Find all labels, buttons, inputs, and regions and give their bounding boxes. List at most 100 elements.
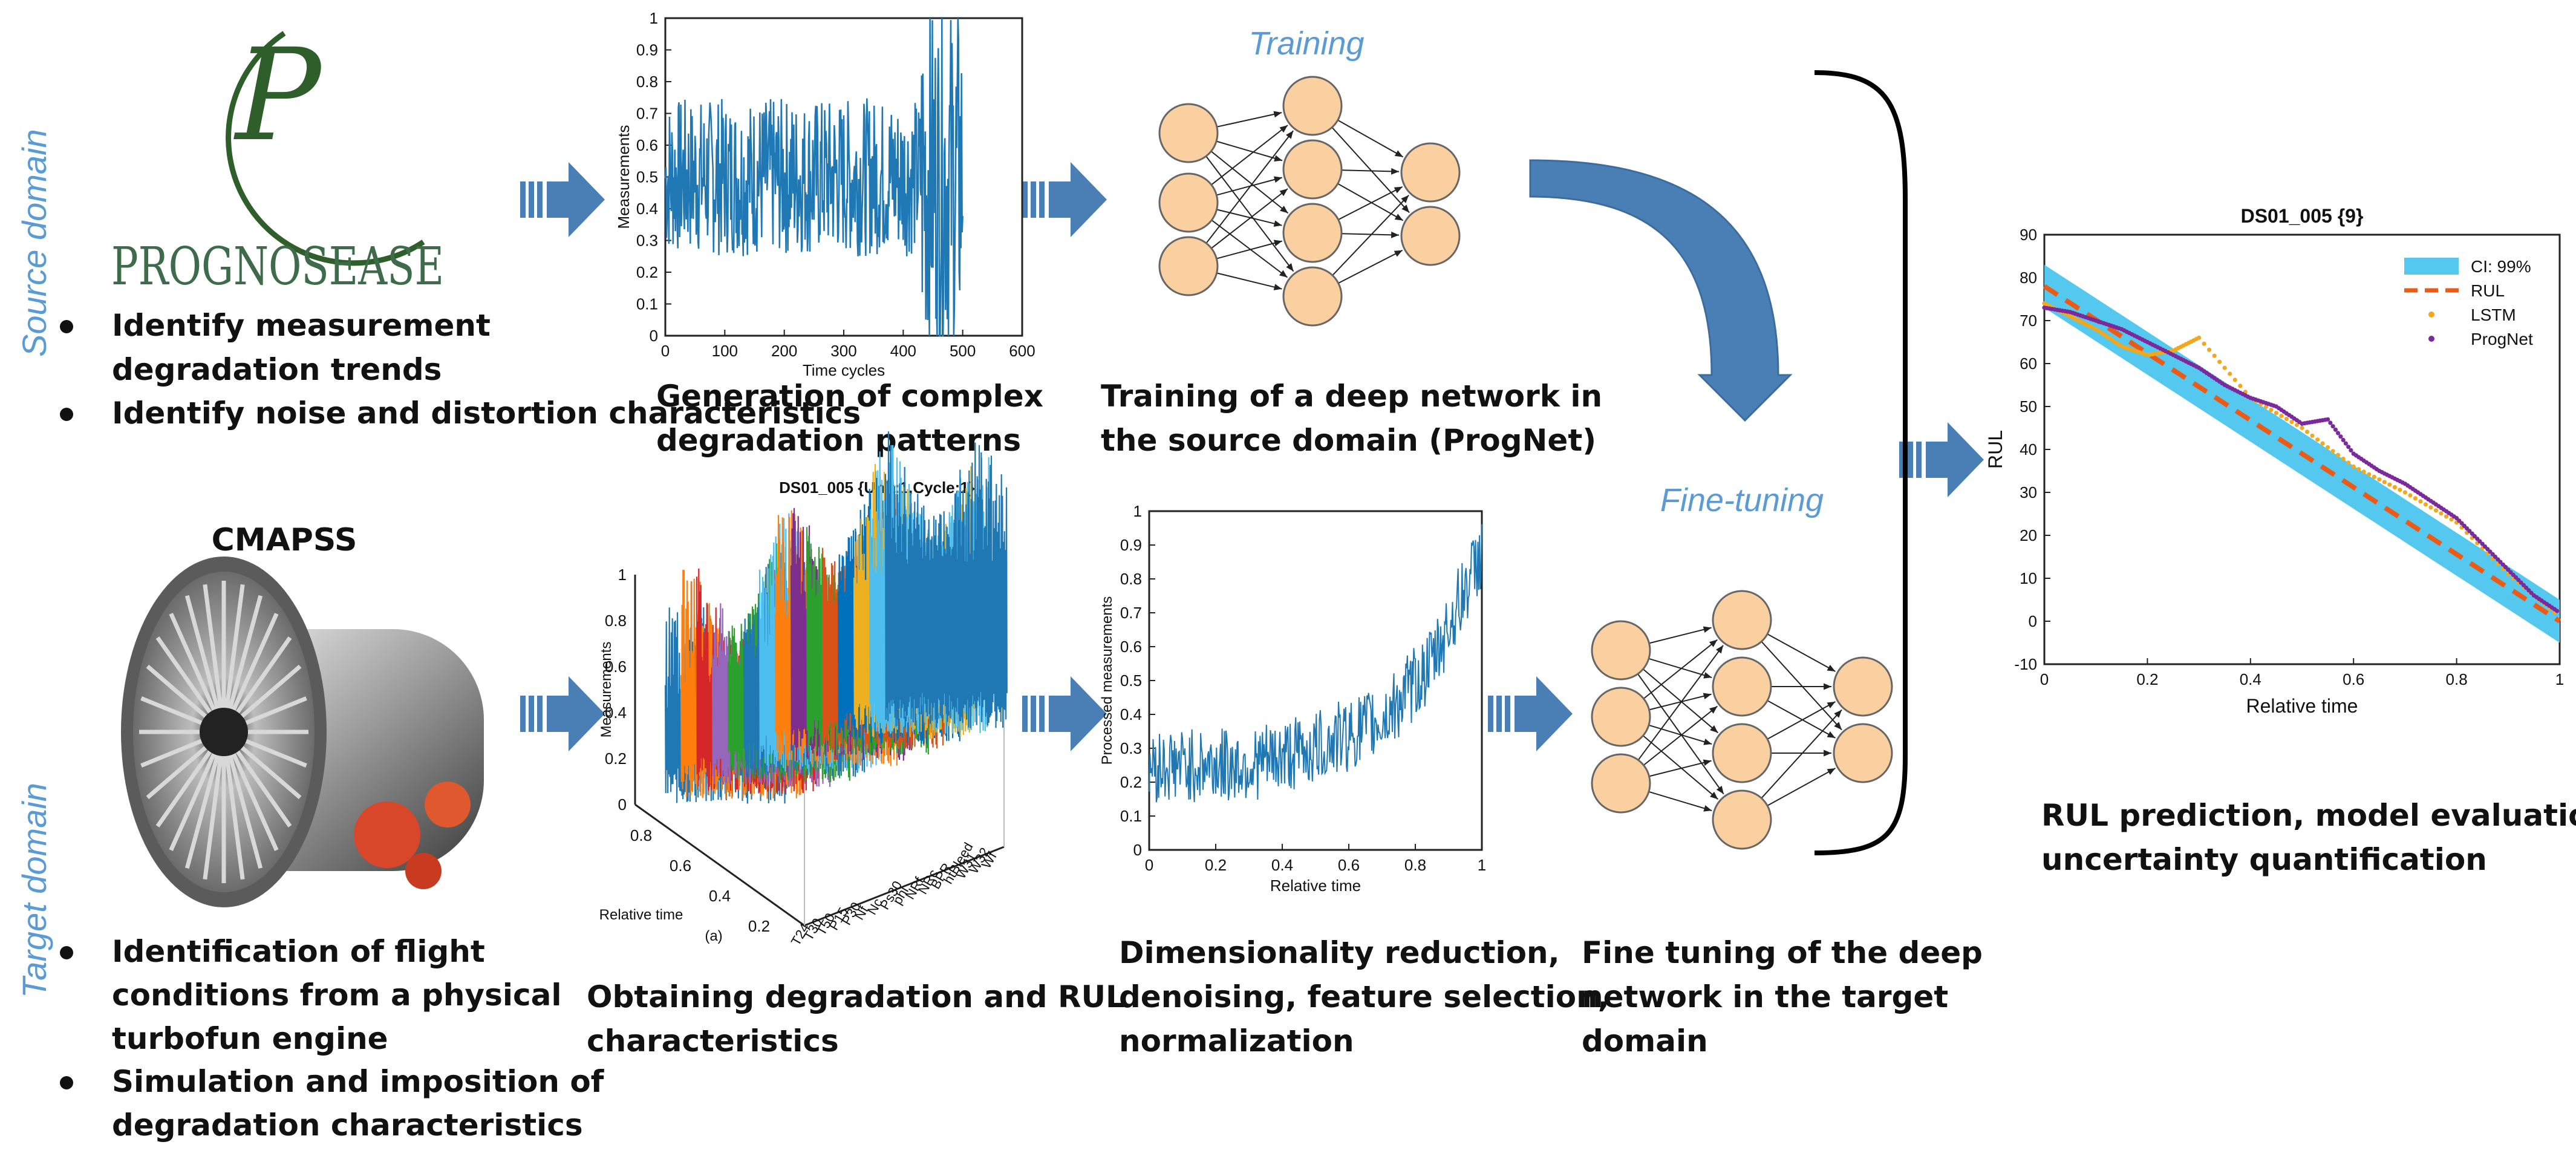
y-tick-label: 0.9 [636, 41, 658, 59]
network-edge [1649, 693, 1712, 711]
x-tick-label: 1 [1478, 856, 1486, 874]
arrow-stripe [1022, 696, 1028, 732]
plot-frame [1148, 510, 1483, 851]
y-tick-label: -10 [2014, 655, 2037, 673]
network-edge [1211, 188, 1288, 249]
y-tick-label: 0.8 [636, 73, 658, 91]
network-edge [1649, 627, 1712, 644]
prognosease-logo: P PROGNOSEASE [111, 21, 444, 297]
logo-ring [226, 31, 425, 266]
bullet-dot [60, 946, 73, 959]
dimred-caption: Dimensionality reduction,denoising, feat… [1119, 935, 1609, 1059]
x-tick-label: 0.6 [670, 857, 691, 875]
processed-signal-line [1149, 524, 1482, 803]
network-node [1833, 723, 1893, 783]
network-edge [1210, 151, 1289, 214]
x-tick-label: 300 [830, 342, 856, 360]
edge-arrowhead [1703, 805, 1712, 812]
edge-arrowhead [1716, 786, 1724, 794]
engine-red-part [425, 782, 471, 828]
network-edge [1637, 645, 1724, 761]
arrow-head [1049, 676, 1107, 751]
engine-red-part [405, 853, 442, 889]
network-node [1158, 236, 1219, 296]
x-tick-label: 0.4 [2240, 670, 2261, 688]
lstm-point [2418, 499, 2423, 504]
y-tick-label: 70 [2020, 312, 2037, 330]
degradation-3d-chart: DS01_005 {Unit:1,Cycle:1}00.20.40.60.81M… [598, 431, 1008, 948]
rul-caption: RUL prediction, model evaluation andunce… [2041, 798, 2576, 877]
y-tick-label: 10 [2020, 569, 2037, 587]
edge-arrowhead [1703, 693, 1712, 700]
x-tick-label: 0.2 [1205, 856, 1227, 874]
prognet-point [2555, 609, 2560, 613]
lstm-point [2315, 437, 2320, 442]
x-tick-label: 0.6 [2343, 670, 2364, 688]
lstm-point [2197, 335, 2202, 341]
lstm-point [2433, 508, 2439, 513]
network-edge [1211, 220, 1288, 278]
legend-swatch [2428, 336, 2434, 342]
chart-title: DS01_005 {9} [2241, 205, 2364, 227]
signal-line [664, 18, 964, 337]
y-tick-label: 0.5 [636, 168, 658, 186]
transfer-curved-arrow [1529, 159, 1793, 422]
block-arrow [1899, 422, 1984, 497]
lstm-point [2274, 411, 2278, 416]
lstm-point [2398, 488, 2402, 492]
network-edge [1643, 705, 1718, 766]
lstm-point [2408, 493, 2413, 498]
edge-arrowhead [1709, 639, 1718, 647]
prognet-point [2349, 448, 2353, 453]
engine-red-part [354, 802, 420, 868]
prognet-point [2328, 420, 2333, 425]
legend-swatch [2404, 258, 2459, 275]
edge-arrowhead [1280, 206, 1288, 214]
network-edge [1761, 641, 1842, 731]
logo-brand: PROGNOSEASE [111, 237, 444, 297]
y-tick-label: 0 [2029, 612, 2037, 630]
y-tick-label: 0.7 [636, 105, 658, 123]
edge-arrowhead [1285, 131, 1294, 139]
arrow-stripe [1899, 442, 1905, 478]
network-node [1591, 620, 1651, 681]
x-tick-label: 0.8 [630, 826, 652, 844]
source-domain-label: Source domain [15, 129, 53, 357]
arrow-stripe [1505, 696, 1510, 732]
fan-blade [203, 584, 226, 733]
bullet-dot [60, 1076, 73, 1089]
legend-label: LSTM [2471, 305, 2516, 324]
network-edge [1648, 724, 1712, 745]
y-tick-label: 0.4 [636, 200, 658, 218]
edge-arrowhead [1827, 731, 1836, 738]
x-tick-label: 600 [1009, 342, 1035, 360]
network-edge [1216, 140, 1283, 162]
edge-arrowhead [1273, 111, 1282, 118]
lstm-point [2330, 449, 2335, 454]
lstm-point [2423, 502, 2428, 507]
x-tick-label: 100 [712, 342, 738, 360]
lstm-point [2392, 485, 2397, 490]
network-edge [1341, 233, 1400, 236]
network-edge [1205, 155, 1294, 272]
y-tick-label: 90 [2020, 226, 2037, 244]
edge-arrowhead [1834, 722, 1842, 730]
arrow-stripe [1908, 442, 1913, 478]
network-node [1712, 723, 1772, 783]
lstm-point [2402, 490, 2407, 495]
edge-arrowhead [1394, 250, 1403, 257]
x-tick-label: 0 [661, 342, 670, 360]
x-axis [634, 803, 805, 927]
lstm-point [2449, 517, 2454, 522]
y-tick-label: 0.2 [636, 263, 658, 281]
network-node [1712, 656, 1772, 717]
lstm-point [2232, 377, 2237, 382]
y-tick-label: 0 [1133, 841, 1142, 859]
sensor-trace [884, 431, 1008, 728]
z-tick-label: 0.6 [605, 658, 627, 676]
